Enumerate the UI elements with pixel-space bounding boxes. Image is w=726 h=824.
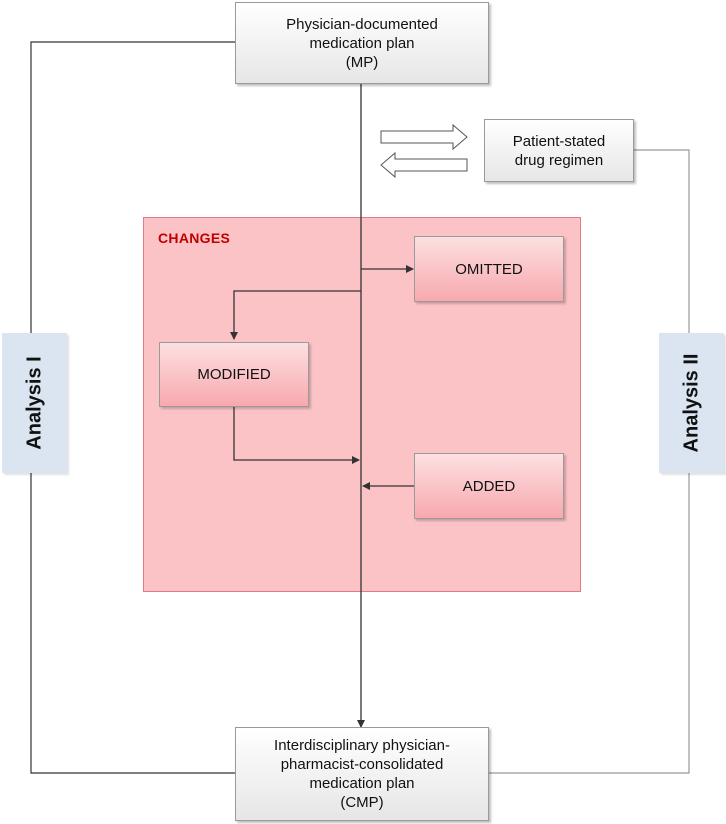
- analysis-ii-label: Analysis II: [680, 353, 702, 453]
- cmp-box: Interdisciplinary physician- pharmacist-…: [235, 727, 489, 821]
- added-label: ADDED: [462, 477, 516, 495]
- right-hollow-arrow: [380, 123, 468, 151]
- omitted-label: OMITTED: [455, 260, 523, 278]
- added-box: ADDED: [414, 453, 564, 519]
- patient-line-1: Patient-stated: [512, 132, 606, 150]
- analysis-i-panel: Analysis I: [2, 333, 67, 473]
- mp-line-3: (MP): [345, 53, 379, 71]
- modified-box: MODIFIED: [159, 342, 309, 407]
- modified-label: MODIFIED: [197, 366, 271, 383]
- left-hollow-arrow: [380, 151, 468, 179]
- cmp-line-2: pharmacist-consolidated: [280, 756, 444, 773]
- mp-box: Physician-documented medication plan (MP…: [235, 2, 489, 84]
- patient-line-2: drug regimen: [514, 151, 604, 169]
- omitted-box: OMITTED: [414, 236, 564, 302]
- analysis-ii-panel: Analysis II: [659, 333, 724, 473]
- changes-title: CHANGES: [158, 230, 231, 246]
- modified-in-arrow: [230, 290, 361, 340]
- patient-regimen-box: Patient-stated drug regimen: [484, 119, 634, 182]
- mp-line-1: Physician-documented: [286, 15, 438, 33]
- modified-out-arrow: [233, 406, 360, 464]
- mp-line-2: medication plan: [309, 34, 415, 52]
- analysis-i-label: Analysis I: [23, 356, 45, 450]
- cmp-line-1: Interdisciplinary physician-: [274, 737, 450, 754]
- cmp-line-3: medication plan: [309, 775, 415, 792]
- cmp-line-4: (CMP): [340, 794, 384, 811]
